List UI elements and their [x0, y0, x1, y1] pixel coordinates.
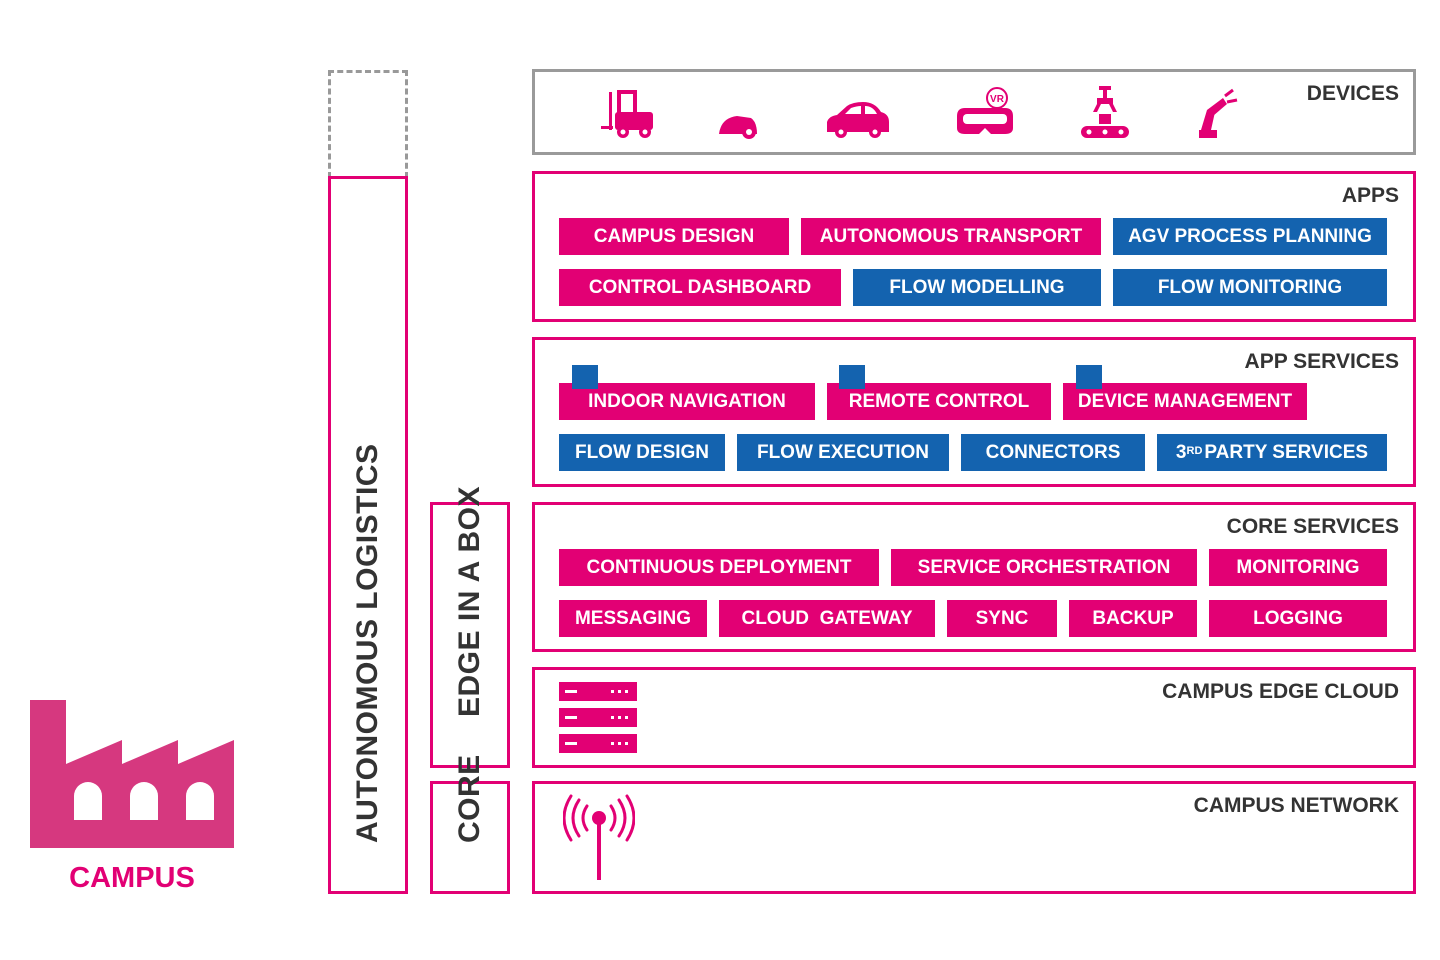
app-flow-monitoring: FLOW MONITORING: [1113, 269, 1387, 306]
core-services-layer: CORE SERVICES CONTINUOUS DEPLOYMENT SERV…: [532, 502, 1416, 652]
app-campus-design: CAMPUS DESIGN: [559, 218, 789, 255]
logistics-dashed-extension: [328, 70, 408, 178]
forklift-icon: [601, 90, 653, 138]
core-sync: SYNC: [947, 600, 1057, 637]
app-services-layer: APP SERVICES INDOOR NAVIGATION REMOTE CO…: [532, 337, 1416, 487]
app-control-dashboard: CONTROL DASHBOARD: [559, 269, 841, 306]
autonomous-logistics-column: AUTONOMOUS LOGISTICS: [328, 176, 408, 894]
campus-network-title: CAMPUS NETWORK: [1193, 794, 1399, 817]
app-services-title: APP SERVICES: [1244, 350, 1399, 373]
third-party-number: 3: [1175, 441, 1187, 463]
app-agv-process-planning: AGV PROCESS PLANNING: [1113, 218, 1387, 255]
core-monitoring: MONITORING: [1209, 549, 1387, 586]
third-party-text: PARTY SERVICES: [1204, 441, 1369, 463]
autonomous-logistics-label: AUTONOMOUS LOGISTICS: [351, 443, 384, 843]
service-flow-design: FLOW DESIGN: [559, 434, 725, 471]
campus-edge-cloud-title: CAMPUS EDGE CLOUD: [1162, 680, 1399, 703]
core-logging: LOGGING: [1209, 600, 1387, 637]
third-party-sup: RD: [1186, 444, 1203, 457]
core-messaging: MESSAGING: [559, 600, 707, 637]
campus-network-layer: CAMPUS NETWORK: [532, 781, 1416, 894]
server-rack-icon: [559, 682, 637, 753]
device-management-marker: [1076, 365, 1102, 389]
robot-arm-icon: [1199, 88, 1238, 138]
app-flow-modelling: FLOW MODELLING: [853, 269, 1101, 306]
core-column: CORE: [430, 754, 510, 894]
devices-layer: DEVICES VR: [532, 69, 1416, 155]
core-label: CORE: [453, 754, 486, 843]
core-services-title: CORE SERVICES: [1226, 515, 1399, 538]
robot-gripper-conveyor-icon: [1081, 86, 1129, 138]
service-device-management: DEVICE MANAGEMENT: [1063, 383, 1307, 420]
remote-control-marker: [839, 365, 865, 389]
vr-label: VR: [990, 94, 1005, 105]
service-connectors: CONNECTORS: [961, 434, 1145, 471]
service-flow-execution: FLOW EXECUTION: [737, 434, 949, 471]
campus-label: CAMPUS: [69, 862, 195, 894]
edge-in-a-box-label: EDGE IN A BOX: [453, 486, 486, 717]
edge-in-a-box-column: EDGE IN A BOX: [430, 486, 510, 768]
car-icon: [827, 102, 889, 138]
antenna-icon: [563, 794, 635, 880]
app-autonomous-transport: AUTONOMOUS TRANSPORT: [801, 218, 1101, 255]
core-cloud-gateway: CLOUD GATEWAY: [719, 600, 935, 637]
core-backup: BACKUP: [1069, 600, 1197, 637]
devices-title: DEVICES: [1306, 82, 1399, 105]
apps-title: APPS: [1341, 184, 1399, 207]
factory-icon: [30, 700, 234, 848]
core-continuous-deployment: CONTINUOUS DEPLOYMENT: [559, 549, 879, 586]
core-service-orchestration: SERVICE ORCHESTRATION: [891, 549, 1197, 586]
service-indoor-navigation: INDOOR NAVIGATION: [559, 383, 815, 420]
campus-edge-cloud-layer: CAMPUS EDGE CLOUD: [532, 667, 1416, 768]
robot-mower-icon: [719, 116, 757, 139]
indoor-navigation-marker: [572, 365, 598, 389]
apps-layer: APPS CAMPUS DESIGN AUTONOMOUS TRANSPORT …: [532, 171, 1416, 322]
service-remote-control: REMOTE CONTROL: [827, 383, 1051, 420]
vr-headset-icon: VR: [957, 87, 1013, 134]
